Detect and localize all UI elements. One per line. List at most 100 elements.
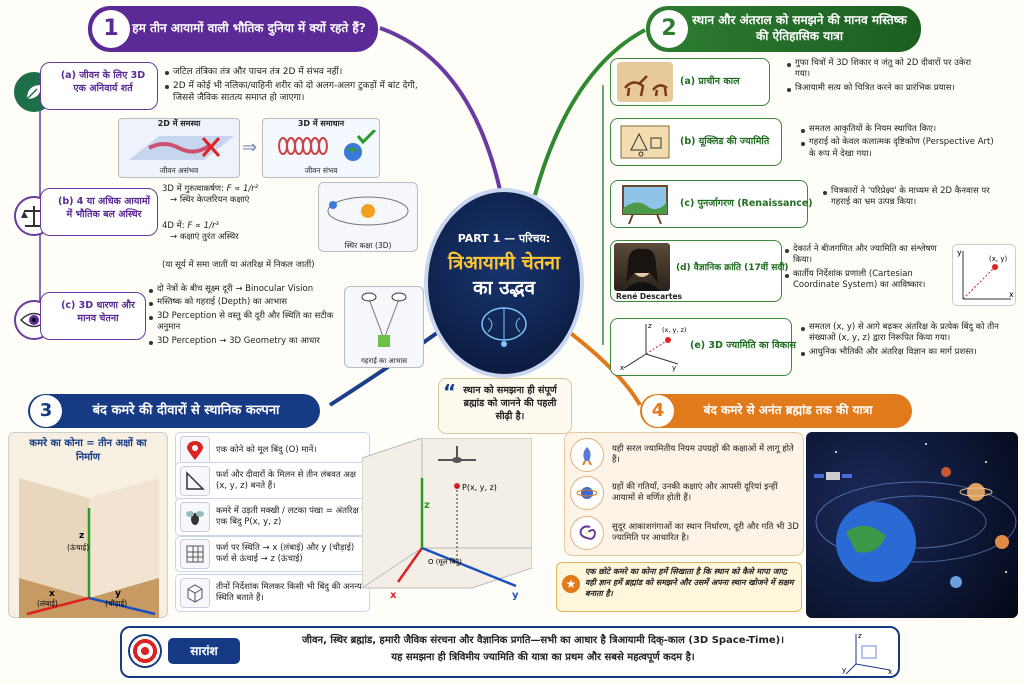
s2c-bullet: चित्रकारों ने 'परिप्रेक्ष्य' के माध्यम स… [822,186,1002,209]
s4-row: सुदूर आकाशगंगाओं का स्थान निर्धारण, दूरी… [570,514,800,552]
svg-text:y: y [512,590,519,601]
s1b-text: 3D में गुरुत्वाकर्षण: F ∝ 1/r² → स्थिर क… [162,184,322,244]
xy-label: (x, y) [989,255,1007,263]
quote-box: “ स्थान को समझना ही संपूर्ण ब्रह्मांड को… [438,378,572,434]
svg-text:x: x [888,668,892,676]
s1c-bullets: दो नेत्रों के बीच सूक्ष्म दूरी → Binocul… [148,284,348,349]
y-axis-caption: (चौड़ाई) [105,599,127,608]
section3-number: 3 [30,395,62,427]
section2-number: 2 [650,10,688,48]
center-title-1: त्रिआयामी चेतना [447,251,561,274]
stable-orbit-text: → स्थिर केप्लरियन कक्षाएं [170,195,250,206]
s3-row: फर्श पर स्थिति → x (लंबाई) और y (चौड़ाई)… [175,536,370,572]
orbit-diagram [327,196,409,226]
svg-text:y: y [957,248,962,257]
2d-problem-panel: 2D में समस्या जीवन असंभव [118,118,240,178]
solar-system-illustration [814,443,1017,588]
room-corner-panel: कमरे का कोना = तीन अक्षों का निर्माण z (… [8,432,168,618]
s2c-bullets: चित्रकारों ने 'परिप्रेक्ष्य' के माध्यम स… [822,186,1002,211]
summary-bar [120,626,900,678]
s2d-bullet: कार्तीय निर्देशांक प्रणाली (Cartesian Co… [784,269,950,292]
descartes-caption: René Descartes [616,292,683,301]
s2a-label: (a) प्राचीन काल [680,76,740,87]
worm-cut-icon [129,135,234,160]
s2e-box [610,318,792,376]
fly-icon [180,502,210,532]
s1a-label-box: (a) जीवन के लिए 3D एक अनिवार्य शर्त [40,62,158,110]
room-corner-diagram: z (ऊंचाई) x (लंबाई) y (चौड़ाई) [19,478,159,618]
rocket-icon [570,438,604,472]
quote-text: स्थान को समझना ही संपूर्ण ब्रह्मांड को ज… [463,385,557,422]
orbit-caption: स्थिर कक्षा (3D) [344,241,392,251]
section1-number: 1 [92,10,130,48]
s2c-label: (c) पुनर्जागरण (Renaissance) [680,198,813,209]
svg-text:z: z [424,500,430,511]
2d-problem-title: 2D में समस्या [157,119,201,128]
depth-panel: गहराई का आभास [344,286,424,368]
section1-title: हम तीन आयामों वाली भौतिक दुनिया में क्यो… [132,21,366,36]
room-3d-panel: z x y P(x, y, z) O (मूल बिंदु) [361,437,533,610]
s1c-bullet: 3D Perception → 3D Geometry का आधार [148,336,348,347]
svg-text:z: z [648,322,652,330]
xyz-axes-icon: zyx(x, y, z) [620,322,686,372]
mini-axes-icon: z x y [842,632,892,676]
3d-solution-title: 3D में समाधान [297,119,345,128]
s2d-bullets: देकार्त ने बीजगणित और ज्यामिति का संश्ले… [784,244,950,294]
s2d-bullet: देकार्त ने बीजगणित और ज्यामिति का संश्ले… [784,244,950,267]
center-circle: PART 1 — परिचय: त्रिआयामी चेतना का उद्भव [424,188,584,378]
svg-text:y: y [842,666,846,674]
s1a-bullet: 2D में कोई भी नलिका/वाहिनी शरीर को दो अल… [164,80,434,104]
grid-icon [180,539,210,569]
s3-row-text: तीनों निर्देशांक मिलकर किसी भी बिंदु की … [216,581,362,603]
center-title-2: का उद्भव [472,277,536,300]
planet-icon [570,476,604,510]
x-axis-label: x [49,589,55,599]
scroll-geometry-icon [620,125,670,159]
s4-note-text: एक छोटे कमरे का कोना हमें सिखाता है कि स… [585,567,794,598]
summary-label: सारांश [168,638,240,664]
s4-row-text: ग्रहों की गतियाँ, उनकी कक्षाएं और आपसी द… [612,481,778,503]
2d-problem-caption: जीवन असंभव [159,165,199,175]
brain-icon [481,307,527,348]
3d-solution-caption: जीवन संभव [304,165,338,175]
descartes-portrait [614,243,670,291]
s1a-label: (a) जीवन के लिए 3D एक अनिवार्य शर्त [60,70,146,94]
s3-row: तीनों निर्देशांक मिलकर किसी भी बिंदु की … [175,574,370,612]
s2b-label: (b) यूक्लिड की ज्यामिति [680,136,770,147]
s1b-label: (b) 4 या अधिक आयामों में भौतिक बल अस्थिर [58,196,150,220]
z-axis-label: z [79,531,84,541]
section4-header: 4 बंद कमरे से अनंत ब्रह्मांड तक की यात्र… [640,394,912,428]
part-label: PART 1 — परिचय: [457,232,551,245]
formula-3d: F ∝ 1/r² [226,184,259,194]
s2a-bullets: गुफा चित्रों में 3D शिकार व जंतु को 2D द… [786,58,986,96]
s1c-label: (c) 3D धारणा और मानव चेतना [61,300,135,324]
target-icon [128,634,162,668]
s1c-bullet: 3D Perception से वस्तु की दूरी और स्थिति… [148,311,348,334]
svg-text:z: z [858,632,862,640]
section1-header: 1 हम तीन आयामों वाली भौतिक दुनिया में क्… [88,6,378,52]
summary-text: जीवन, स्थिर ब्रह्मांड, हमारी जैविक संरचन… [248,634,838,664]
origin-label: O (मूल बिंदु) [428,557,462,567]
s3-row-text: एक कोने को मूल बिंदु (O) मानें। [216,445,317,456]
star-icon: ★ [562,575,580,593]
orbit-panel: स्थिर कक्षा (3D) [318,182,418,252]
s1a-bullets: जटिल तंत्रिका तंत्र और पाचन तंत्र 2D में… [164,66,434,106]
s4-note-box: ★ एक छोटे कमरे का कोना हमें सिखाता है कि… [556,562,802,612]
s4-row-text: यही सरल ज्यामितीय नियम उपग्रहों की कक्षा… [612,443,794,465]
section2-title: स्थान और अंतराल को समझने की मानव मस्तिष्… [692,13,907,43]
xyz-label: (x, y, z) [662,326,686,334]
easel-painting-icon [622,185,668,224]
s3-row-text: फर्श पर स्थिति → x (लंबाई) और y (चौड़ाई) [216,542,355,553]
summary-line-2: यह समझना ही त्रिविमीय ज्यामिति की यात्रा… [391,651,695,663]
s4-row: यही सरल ज्यामितीय नियम उपग्रहों की कक्षा… [570,436,800,474]
room-corner-title: कमरे का कोना = तीन अक्षों का निर्माण [29,438,147,463]
section3-header: 3 बंद कमरे की दीवारों से स्थानिक कल्पना [28,394,320,428]
s2a-bullet: त्रिआयामी सत्य को चित्रित करने का प्रारं… [786,83,986,94]
s2d-label: (d) वैज्ञानिक क्रांति (17वीं सदी) [676,263,789,273]
s3-row: फर्श और दीवारों के मिलन से तीन लंबवत अक्… [175,462,370,500]
depth-caption: गहराई का आभास [360,357,408,366]
s1b-label-box: (b) 4 या अधिक आयामों में भौतिक बल अस्थिर [40,188,158,236]
z-axis-caption: (ऊंचाई) [67,543,89,552]
gravity-4d-label: 4D में: [162,220,185,231]
